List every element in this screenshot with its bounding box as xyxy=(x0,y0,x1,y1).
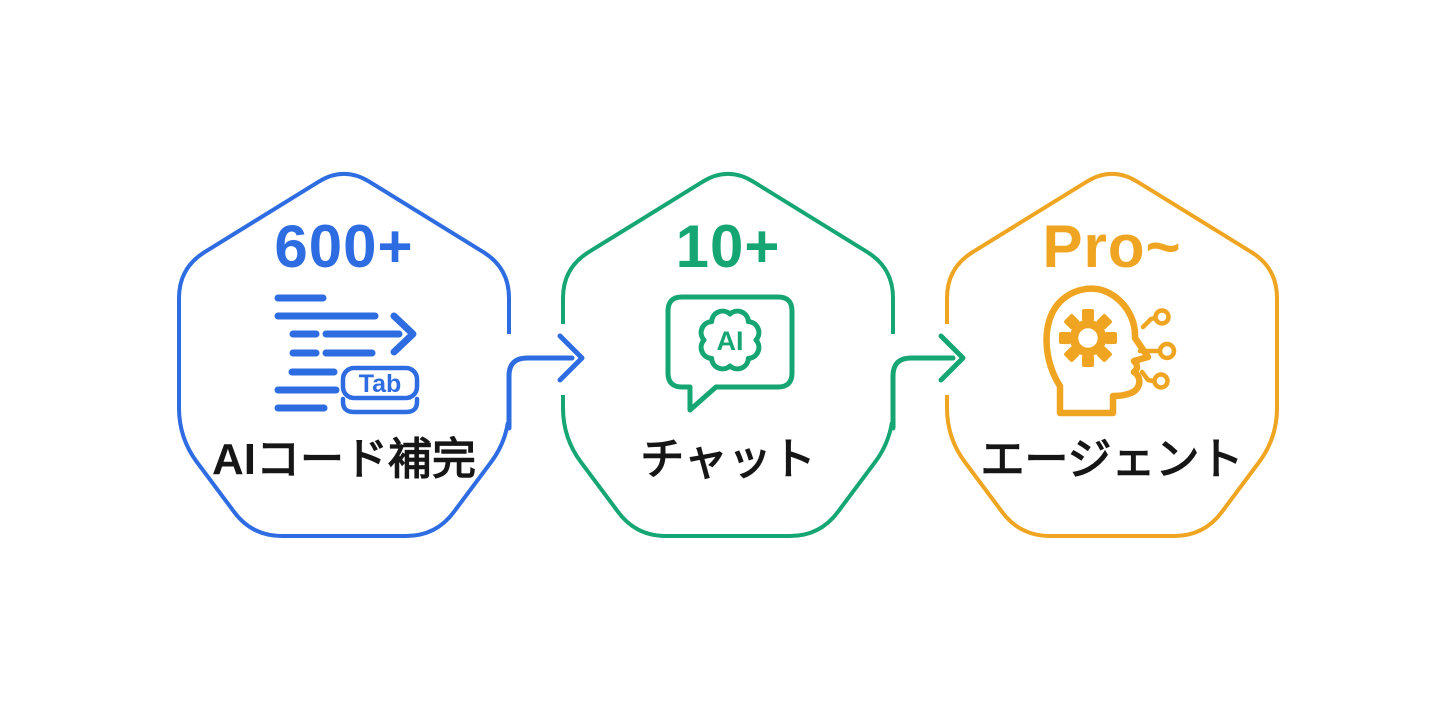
gear-tooth xyxy=(1059,332,1071,344)
agent-card: Pro~ xyxy=(980,213,1243,484)
completion-card: 600+ Tab AIコード補完 xyxy=(212,213,476,484)
ai-head-gear-circuit-icon xyxy=(1043,285,1177,417)
head-profile-icon xyxy=(1043,285,1152,417)
code-completion-tab-icon xyxy=(274,294,417,412)
completion-arrow-head-icon xyxy=(390,312,417,356)
tab-key-base xyxy=(340,396,420,415)
arrow-shaft xyxy=(506,355,575,431)
arrow-chat-to-agent xyxy=(890,333,966,431)
speech-bubble-icon xyxy=(665,294,795,413)
completion-label: AIコード補完 xyxy=(212,435,476,484)
arrow-head-icon xyxy=(557,333,585,383)
agent-label: エージェント xyxy=(980,435,1243,484)
circuit-trace xyxy=(1139,369,1156,384)
gear-icon xyxy=(1059,309,1117,367)
brain-icon xyxy=(698,308,762,372)
tab-keycap xyxy=(340,365,420,401)
circuit-node xyxy=(1153,308,1171,326)
tab-key-icon: Tab xyxy=(340,365,420,415)
gear-tooth xyxy=(1082,355,1094,367)
chat-label: チャット xyxy=(640,435,816,484)
circuit-node xyxy=(1157,341,1177,361)
chat-card: 10+ AI チャット xyxy=(640,213,816,484)
gear-tooth xyxy=(1105,332,1117,344)
circuit-trace xyxy=(1140,315,1158,330)
completion-stat: 600+ xyxy=(274,213,413,280)
agent-stat: Pro~ xyxy=(1042,213,1181,280)
chat-stat: 10+ xyxy=(676,213,781,280)
chat-card-outline xyxy=(561,171,895,538)
arrow-completion-to-chat xyxy=(506,333,585,431)
circuit-nodes-icon xyxy=(1137,308,1177,390)
ai-chat-brain-bubble-icon: AI xyxy=(665,294,795,413)
completion-card-outline xyxy=(177,171,511,538)
arrow-head-icon xyxy=(938,333,966,383)
gear-ring xyxy=(1069,319,1107,357)
agent-card-outline xyxy=(945,171,1279,538)
circuit-node xyxy=(1152,372,1170,390)
tab-key-label: Tab xyxy=(359,370,402,398)
arrow-shaft xyxy=(890,355,956,431)
gear-tooth xyxy=(1082,309,1094,321)
brain-ai-text: AI xyxy=(717,326,744,356)
